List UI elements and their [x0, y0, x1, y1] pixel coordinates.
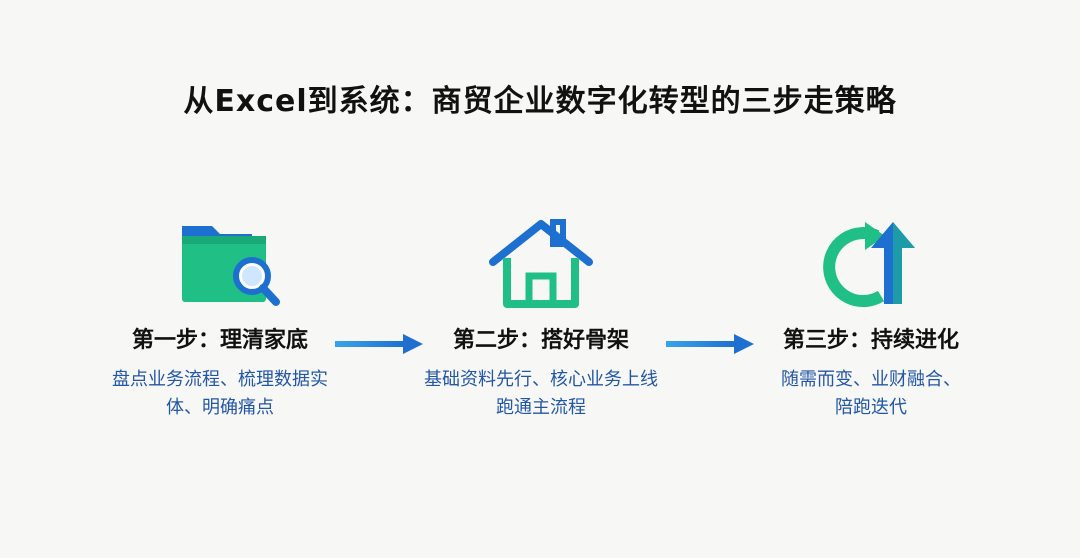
- step-2-description: 基础资料先行、核心业务上线 跑通主流程: [391, 366, 691, 422]
- page-title: 从Excel到系统：商贸企业数字化转型的三步走策略: [183, 84, 897, 119]
- folder-search-icon: [182, 226, 280, 306]
- step-3-heading: 第三步：持续进化: [782, 328, 959, 353]
- step-3-description: 随需而变、业财融合、 陪跑迭代: [721, 366, 1021, 422]
- step-3: 第三步：持续进化 随需而变、业财融合、 陪跑迭代: [721, 218, 1021, 422]
- cycle-up-arrow-icon: [823, 222, 915, 308]
- step-1-description: 盘点业务流程、梳理数据实 体、明确痛点: [70, 366, 370, 422]
- arrow-right-icon: [335, 334, 423, 354]
- step-2: 第二步：搭好骨架 基础资料先行、核心业务上线 跑通主流程: [391, 218, 691, 422]
- step-1-desc-line-1: 盘点业务流程、梳理数据实: [112, 369, 328, 390]
- house-icon: [489, 219, 593, 308]
- step-1-desc-line-2: 体、明确痛点: [166, 397, 274, 418]
- arrow-right-icon: [666, 334, 754, 354]
- step-2-desc-line-1: 基础资料先行、核心业务上线: [424, 369, 658, 390]
- step-3-desc-line-2: 陪跑迭代: [835, 397, 907, 418]
- step-1: 第一步：理清家底 盘点业务流程、梳理数据实 体、明确痛点: [70, 218, 370, 422]
- step-2-desc-line-2: 跑通主流程: [496, 397, 586, 418]
- step-3-desc-line-1: 随需而变、业财融合、: [781, 369, 961, 390]
- step-2-heading: 第二步：搭好骨架: [452, 328, 629, 353]
- step-1-heading: 第一步：理清家底: [131, 328, 308, 353]
